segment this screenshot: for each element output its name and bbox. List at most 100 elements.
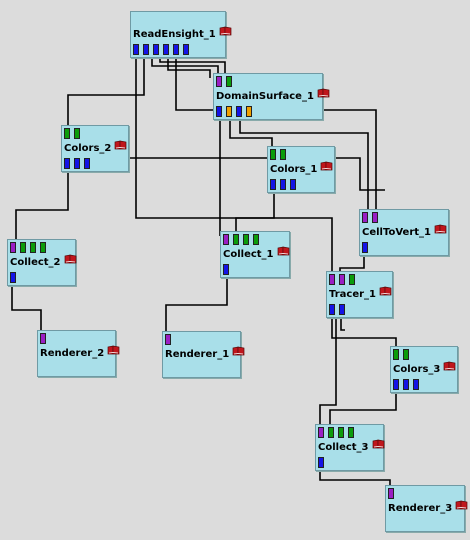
module-tracer-1[interactable]: Tracer_1	[326, 271, 393, 318]
output-port-data[interactable]	[393, 379, 399, 390]
book-icon[interactable]	[372, 439, 385, 449]
connection-wire[interactable]	[340, 318, 345, 331]
book-icon[interactable]	[434, 224, 447, 234]
input-port-geometry[interactable]	[393, 349, 399, 360]
input-port-mesh[interactable]	[40, 333, 46, 344]
module-label: CellToVert_1	[362, 227, 431, 238]
module-renderer-2[interactable]: Renderer_2	[37, 330, 120, 377]
connection-wire[interactable]	[67, 58, 145, 128]
connection-wire[interactable]	[165, 278, 228, 334]
output-port-data[interactable]	[133, 44, 139, 55]
connection-wire[interactable]	[229, 120, 273, 150]
module-collect-3[interactable]: Collect_3	[315, 424, 385, 471]
input-port-mesh[interactable]	[388, 488, 394, 499]
module-colors-1[interactable]: Colors_1	[267, 146, 335, 193]
book-icon[interactable]	[64, 254, 77, 264]
input-port-geometry[interactable]	[243, 234, 249, 245]
input-port-geometry[interactable]	[349, 274, 355, 285]
input-port-mesh[interactable]	[216, 76, 222, 87]
input-port-geometry[interactable]	[280, 149, 286, 160]
input-port-geometry[interactable]	[328, 427, 334, 438]
input-port-mesh[interactable]	[10, 242, 16, 253]
input-port-mesh[interactable]	[165, 334, 171, 345]
module-readensight-1[interactable]: ReadEnsight_1	[130, 11, 232, 58]
module-renderer-1[interactable]: Renderer_1	[162, 331, 245, 378]
output-port-data[interactable]	[183, 44, 189, 55]
connection-wire[interactable]	[167, 58, 211, 78]
connection-wire[interactable]	[129, 157, 385, 191]
connection-wire[interactable]	[319, 471, 391, 488]
output-port-data[interactable]	[173, 44, 179, 55]
connection-wire[interactable]	[319, 318, 337, 428]
output-port-data[interactable]	[10, 272, 16, 283]
book-icon[interactable]	[114, 140, 127, 150]
book-icon[interactable]	[455, 500, 468, 510]
book-icon[interactable]	[317, 88, 330, 98]
output-port-data[interactable]	[318, 457, 324, 468]
output-port-data[interactable]	[339, 304, 345, 315]
module-label: ReadEnsight_1	[133, 29, 216, 40]
output-port-special[interactable]	[226, 106, 232, 117]
input-port-geometry[interactable]	[40, 242, 46, 253]
input-port-geometry[interactable]	[64, 128, 70, 139]
input-port-mesh[interactable]	[329, 274, 335, 285]
module-colors-3[interactable]: Colors_3	[390, 346, 458, 393]
module-label: Tracer_1	[329, 289, 377, 300]
book-icon[interactable]	[443, 361, 456, 371]
output-port-data[interactable]	[362, 242, 368, 253]
module-label: Collect_2	[10, 257, 61, 268]
module-collect-2[interactable]: Collect_2	[7, 239, 77, 286]
module-label: Colors_1	[270, 164, 318, 175]
output-port-data[interactable]	[223, 264, 229, 275]
book-icon[interactable]	[107, 345, 120, 355]
output-port-data[interactable]	[216, 106, 222, 117]
output-port-data[interactable]	[74, 158, 80, 169]
input-port-geometry[interactable]	[403, 349, 409, 360]
input-port-geometry[interactable]	[338, 427, 344, 438]
input-port-geometry[interactable]	[270, 149, 276, 160]
output-port-data[interactable]	[64, 158, 70, 169]
connection-wire[interactable]	[329, 393, 397, 428]
input-port-geometry[interactable]	[233, 234, 239, 245]
module-colors-2[interactable]: Colors_2	[61, 125, 129, 172]
book-icon[interactable]	[232, 346, 245, 356]
connection-wire[interactable]	[11, 286, 42, 333]
module-domainsurface-1[interactable]: DomainSurface_1	[213, 73, 330, 120]
input-port-mesh[interactable]	[372, 212, 378, 223]
book-icon[interactable]	[277, 246, 290, 256]
input-port-mesh[interactable]	[339, 274, 345, 285]
output-port-data[interactable]	[153, 44, 159, 55]
input-port-geometry[interactable]	[226, 76, 232, 87]
output-port-data[interactable]	[84, 158, 90, 169]
output-port-data[interactable]	[270, 179, 276, 190]
input-port-geometry[interactable]	[253, 234, 259, 245]
module-label: Colors_2	[64, 143, 112, 154]
book-icon[interactable]	[320, 161, 333, 171]
input-port-geometry[interactable]	[348, 427, 354, 438]
module-renderer-3[interactable]: Renderer_3	[385, 485, 468, 532]
module-celltovert-1[interactable]: CellToVert_1	[359, 209, 449, 256]
output-port-data[interactable]	[413, 379, 419, 390]
output-port-special[interactable]	[246, 106, 252, 117]
connection-wire[interactable]	[331, 318, 397, 349]
module-collect-1[interactable]: Collect_1	[220, 231, 290, 278]
input-port-geometry[interactable]	[20, 242, 26, 253]
output-port-data[interactable]	[163, 44, 169, 55]
output-port-data[interactable]	[236, 106, 242, 117]
input-port-geometry[interactable]	[74, 128, 80, 139]
input-port-mesh[interactable]	[223, 234, 229, 245]
output-port-data[interactable]	[290, 179, 296, 190]
output-port-data[interactable]	[329, 304, 335, 315]
output-port-data[interactable]	[280, 179, 286, 190]
input-port-mesh[interactable]	[318, 427, 324, 438]
output-port-data[interactable]	[403, 379, 409, 390]
connection-wire[interactable]	[15, 172, 69, 242]
output-port-data[interactable]	[143, 44, 149, 55]
book-icon[interactable]	[379, 286, 392, 296]
input-port-geometry[interactable]	[30, 242, 36, 253]
connection-wire[interactable]	[151, 58, 219, 76]
connection-wire[interactable]	[235, 193, 275, 234]
book-icon[interactable]	[219, 26, 232, 36]
input-port-mesh[interactable]	[362, 212, 368, 223]
